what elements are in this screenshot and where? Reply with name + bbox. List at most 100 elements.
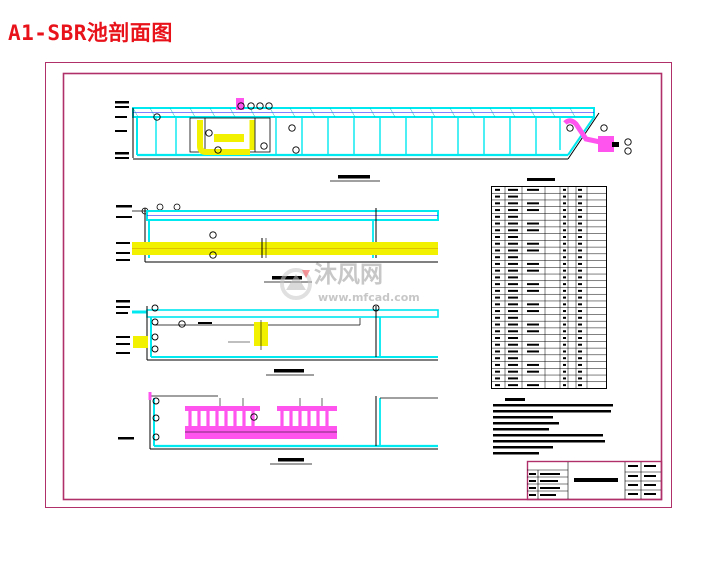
table-cell-mark bbox=[527, 269, 539, 272]
table-cell-mark bbox=[563, 384, 566, 387]
table-cell-mark bbox=[563, 249, 566, 252]
table-cell-mark bbox=[527, 384, 539, 387]
table-cell-mark bbox=[495, 370, 500, 373]
mfcad-logo-icon bbox=[280, 268, 312, 300]
table-cell-mark bbox=[508, 283, 518, 286]
table-cell-mark bbox=[508, 188, 518, 191]
table-cell-mark bbox=[508, 323, 518, 326]
table-cell-mark bbox=[495, 337, 500, 339]
table-cell-mark bbox=[508, 262, 518, 265]
table-cell-mark bbox=[563, 222, 566, 225]
table-cell-mark bbox=[563, 343, 566, 346]
table-cell-mark bbox=[563, 215, 566, 218]
table-cell-mark bbox=[495, 283, 500, 286]
table-cell-mark bbox=[508, 296, 518, 299]
table-cell-mark bbox=[495, 276, 500, 279]
table-cell-mark bbox=[578, 262, 582, 265]
table-cell-mark bbox=[578, 370, 582, 373]
table-cell-mark bbox=[578, 236, 582, 238]
table-cell-mark bbox=[578, 242, 582, 245]
table-cell-mark bbox=[527, 262, 539, 265]
table-cell-mark bbox=[495, 377, 500, 380]
table-cell-mark bbox=[527, 289, 539, 292]
table-cell-mark bbox=[578, 323, 582, 326]
table-cell-mark bbox=[527, 343, 539, 346]
table-cell-mark bbox=[527, 370, 539, 373]
title-block bbox=[526, 460, 663, 501]
cross-section bbox=[116, 300, 439, 376]
table-cell-mark bbox=[495, 363, 500, 366]
table-cell-mark bbox=[495, 296, 500, 299]
table-cell-mark bbox=[563, 337, 566, 339]
table-cell-mark bbox=[563, 209, 566, 212]
table-cell-mark bbox=[527, 202, 539, 205]
table-cell-mark bbox=[563, 316, 566, 319]
table-cell-mark bbox=[495, 343, 500, 346]
table-cell-mark bbox=[495, 357, 500, 360]
table-cell-mark bbox=[578, 269, 582, 272]
table-cell-mark bbox=[578, 283, 582, 286]
table-cell-mark bbox=[508, 209, 518, 212]
table-cell-mark bbox=[563, 310, 566, 313]
table-cell-mark bbox=[563, 256, 566, 259]
table-cell-mark bbox=[527, 330, 539, 333]
table-cell-mark bbox=[563, 370, 566, 373]
table-cell-mark bbox=[578, 249, 582, 252]
table-cell-mark bbox=[527, 350, 539, 353]
table-cell-mark bbox=[495, 209, 500, 212]
table-cell-mark bbox=[495, 289, 500, 292]
table-cell-mark bbox=[578, 229, 582, 232]
table-cell-mark bbox=[527, 249, 539, 252]
table-cell-mark bbox=[495, 215, 500, 218]
table-cell-mark bbox=[508, 249, 518, 252]
table-cell-mark bbox=[578, 330, 582, 333]
table-cell-mark bbox=[495, 222, 500, 225]
watermark: 沐风网 www.mfcad.com bbox=[280, 262, 420, 304]
table-cell-mark bbox=[563, 236, 566, 238]
table-cell-mark bbox=[527, 323, 539, 326]
table-cell-mark bbox=[527, 303, 539, 306]
table-cell-mark bbox=[508, 370, 518, 373]
table-cell-mark bbox=[563, 202, 566, 205]
table-cell-mark bbox=[578, 296, 582, 299]
page-title: A1-SBR池剖面图 bbox=[8, 21, 173, 45]
table-cell-mark bbox=[495, 249, 500, 252]
table-cell-mark bbox=[578, 316, 582, 319]
table-cell-mark bbox=[495, 202, 500, 205]
longitudinal-section bbox=[115, 98, 632, 182]
table-cell-mark bbox=[563, 195, 566, 198]
table-cell-mark bbox=[527, 283, 539, 286]
table-cell-mark bbox=[563, 269, 566, 272]
table-cell-mark bbox=[563, 323, 566, 326]
table-cell-mark bbox=[563, 303, 566, 306]
table-cell-mark bbox=[527, 242, 539, 245]
table-cell-mark bbox=[578, 289, 582, 292]
table-cell-mark bbox=[563, 289, 566, 292]
table-cell-mark bbox=[527, 229, 539, 232]
table-cell-mark bbox=[508, 363, 518, 366]
table-cell-mark bbox=[578, 377, 582, 380]
table-cell-mark bbox=[508, 242, 518, 245]
table-cell-mark bbox=[495, 188, 500, 191]
table-cell-mark bbox=[508, 343, 518, 346]
table-cell-mark bbox=[563, 377, 566, 380]
table-cell-mark bbox=[527, 209, 539, 212]
table-cell-mark bbox=[508, 337, 518, 339]
table-cell-mark bbox=[578, 357, 582, 360]
table-cell-mark bbox=[495, 256, 500, 259]
table-cell-mark bbox=[495, 310, 500, 313]
table-cell-mark bbox=[563, 363, 566, 366]
table-cell-mark bbox=[563, 276, 566, 279]
table-cell-mark bbox=[578, 350, 582, 353]
watermark-url: www.mfcad.com bbox=[318, 291, 420, 304]
material-table bbox=[491, 178, 607, 389]
table-cell-mark bbox=[578, 310, 582, 313]
table-cell-mark bbox=[578, 215, 582, 218]
table-cell-mark bbox=[578, 303, 582, 306]
table-cell-mark bbox=[508, 236, 518, 238]
table-cell-mark bbox=[508, 215, 518, 218]
table-cell-mark bbox=[563, 330, 566, 333]
watermark-brand: 沐风网 bbox=[314, 262, 383, 288]
table-cell-mark bbox=[527, 310, 539, 313]
table-cell-mark bbox=[563, 188, 566, 191]
